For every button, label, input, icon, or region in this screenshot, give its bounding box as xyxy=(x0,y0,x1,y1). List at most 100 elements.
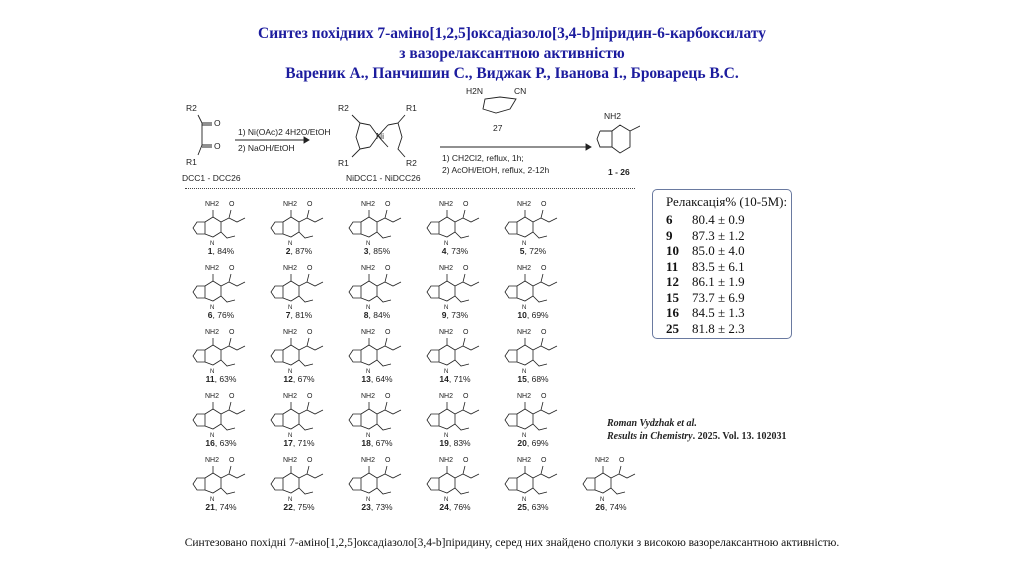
compound-number: 16 xyxy=(666,305,679,320)
carbonyl-o-label: O xyxy=(385,457,391,464)
carbonyl-o-label: O xyxy=(307,329,313,336)
nh2-label: NH2 xyxy=(361,457,375,464)
r1-label: R1 xyxy=(406,103,417,113)
compound-number: 15 xyxy=(666,289,679,305)
pyridine-n-label: N xyxy=(366,305,370,310)
nh2-label: NH2 xyxy=(517,393,531,400)
pyridine-n-label: N xyxy=(210,433,214,438)
slide-subtitle: з вазорелаксантною активністю xyxy=(399,45,625,62)
carbonyl-o-label: O xyxy=(463,457,469,464)
carbonyl-o-label: O xyxy=(229,393,235,400)
pyridine-n-label: N xyxy=(210,241,214,246)
relaxation-value: 73.7 ± 6.9 xyxy=(692,289,745,305)
carbonyl-o-label: O xyxy=(619,457,625,464)
compound-label: 11, 63% xyxy=(205,374,237,384)
compound-label: 6, 76% xyxy=(207,310,235,320)
r1-label: R1 xyxy=(338,158,349,168)
nh2-label: NH2 xyxy=(205,265,219,272)
citation-details: . 2025. Vol. 13. 102031 xyxy=(692,431,787,442)
relaxation-value: 81.8 ± 2.3 xyxy=(692,320,745,336)
carbonyl-o-label: O xyxy=(385,201,391,208)
pyridine-n-label: N xyxy=(444,433,448,438)
carbonyl-o-label: O xyxy=(463,329,469,336)
pyridine-n-label: N xyxy=(522,433,526,438)
nh2-label: NH2 xyxy=(283,393,297,400)
pyridine-n-label: N xyxy=(288,497,292,502)
nh2-label: NH2 xyxy=(517,457,531,464)
pyridine-n-label: N xyxy=(288,369,292,374)
step2-a: 1) CH2Cl2, reflux, 1h; xyxy=(442,153,524,163)
carbonyl-o-label: O xyxy=(541,201,547,208)
carbonyl-o-label: O xyxy=(541,265,547,272)
relaxation-value: 86.1 ± 1.9 xyxy=(692,274,745,289)
pyridine-n-label: N xyxy=(210,369,214,374)
carbonyl-o-label: O xyxy=(463,265,469,272)
nh2-label: NH2 xyxy=(283,329,297,336)
pyridine-n-label: N xyxy=(522,241,526,246)
compound-label: 9, 73% xyxy=(441,310,469,320)
carbonyl-o-label: O xyxy=(541,329,547,336)
compound-label: 21, 74% xyxy=(205,502,237,512)
start-label: DCC1 - DCC26 xyxy=(182,173,241,183)
compound-label: 1, 84% xyxy=(207,246,235,256)
carbonyl-o-label: O xyxy=(385,329,391,336)
pyridine-n-label: N xyxy=(288,241,292,246)
compound-label: 24, 76% xyxy=(439,502,471,512)
nh2-label: NH2 xyxy=(205,393,219,400)
pyridine-n-label: N xyxy=(210,497,214,502)
pyridine-n-label: N xyxy=(444,305,448,310)
compound-label: 7, 81% xyxy=(285,310,313,320)
pyridine-n-label: N xyxy=(366,241,370,246)
carbonyl-o-label: O xyxy=(541,457,547,464)
h2n-label: H2N xyxy=(466,86,484,96)
nh2-label: NH2 xyxy=(439,393,453,400)
r1-label: R1 xyxy=(186,157,197,167)
nh2-label: NH2 xyxy=(205,201,219,208)
carbonyl-o-label: O xyxy=(385,265,391,272)
compound-structure: NH2 O N xyxy=(426,329,480,374)
relaxation-value: 84.5 ± 1.3 xyxy=(692,305,745,320)
compound-label: 10, 69% xyxy=(517,310,549,320)
pyridine-n-label: N xyxy=(444,369,448,374)
compound-label: 23, 73% xyxy=(361,502,393,512)
cn-label: CN xyxy=(514,86,527,96)
nh2-label: NH2 xyxy=(439,329,453,336)
nh2-label: NH2 xyxy=(283,457,297,464)
summary-text: Синтезовано похідні 7-аміно[1,2,5]оксаді… xyxy=(184,537,840,549)
compound-label: 2, 87% xyxy=(285,246,313,256)
product-label: 1 - 26 xyxy=(608,167,630,177)
nh2-label: NH2 xyxy=(361,329,375,336)
compound-number: 10 xyxy=(666,243,679,258)
step1-a: 1) Ni(OAc)2 4H2O/EtOH xyxy=(238,127,331,137)
pyridine-n-label: N xyxy=(522,369,526,374)
